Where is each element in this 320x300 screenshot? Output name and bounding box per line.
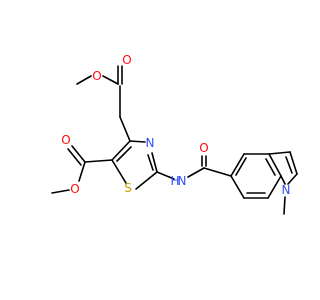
bond-c2-s1 (135, 171, 158, 190)
bond-indole-6 (230, 175, 245, 199)
bond-indole-4 (267, 175, 282, 199)
atom-o-left-carbonyl: O (61, 133, 70, 147)
bond-indole-1 (230, 153, 245, 177)
bond-ester-c-o-double-b (67, 148, 82, 166)
bond-indole-1-in (235, 157, 247, 176)
bond-pyrrole-2 (289, 151, 298, 175)
bond-methyl-o-top (76, 75, 92, 85)
bonds (51, 65, 298, 215)
bond-ester-c-o-single (78, 161, 86, 182)
atom-h-amide: H (170, 174, 179, 188)
atom-n-amide: N (178, 174, 187, 188)
atom-o-top-carbonyl: O (122, 53, 131, 67)
atom-n-thiazole: N (146, 136, 155, 150)
atom-o-left-ether: O (70, 182, 79, 196)
atom-o-amide: O (199, 141, 208, 155)
bond-amide-c-ring (203, 167, 232, 177)
bond-c2-nh (156, 171, 175, 180)
bond-n3-c2 (151, 152, 158, 173)
bond-o-c-top (102, 75, 119, 85)
bond-c5-c4 (111, 140, 131, 161)
bond-n3-c2-double (147, 154, 154, 171)
bond-pyrrole-4 (280, 175, 286, 185)
bond-indole-3 (268, 153, 282, 177)
atom-n-indole: N (282, 183, 291, 197)
atom-o-top-ether: O (92, 69, 101, 83)
atom-labels: O O N S O O O H N N (61, 53, 290, 197)
bond-indole-3-in (265, 158, 276, 176)
bond-ester-c-o-double-a (71, 145, 86, 163)
bond-pyrrole-1 (268, 151, 291, 155)
bond-nh-c-amide (187, 167, 205, 178)
atom-s-thiazole: S (124, 181, 132, 195)
molecule-structure: O O N S O O O H N N (51, 53, 298, 215)
bond-c4-n3 (129, 140, 146, 143)
bond-n-methyl (283, 196, 286, 215)
bond-ch2-c4 (119, 116, 131, 142)
bond-pyrrole-3 (287, 173, 298, 185)
bond-s1-c5 (111, 159, 127, 184)
bond-pyrrole-2-in (285, 156, 293, 174)
bond-c5-ester-c (84, 159, 113, 163)
bond-c5-c4-double (116, 146, 132, 162)
bond-o-methyl-left (51, 189, 70, 194)
